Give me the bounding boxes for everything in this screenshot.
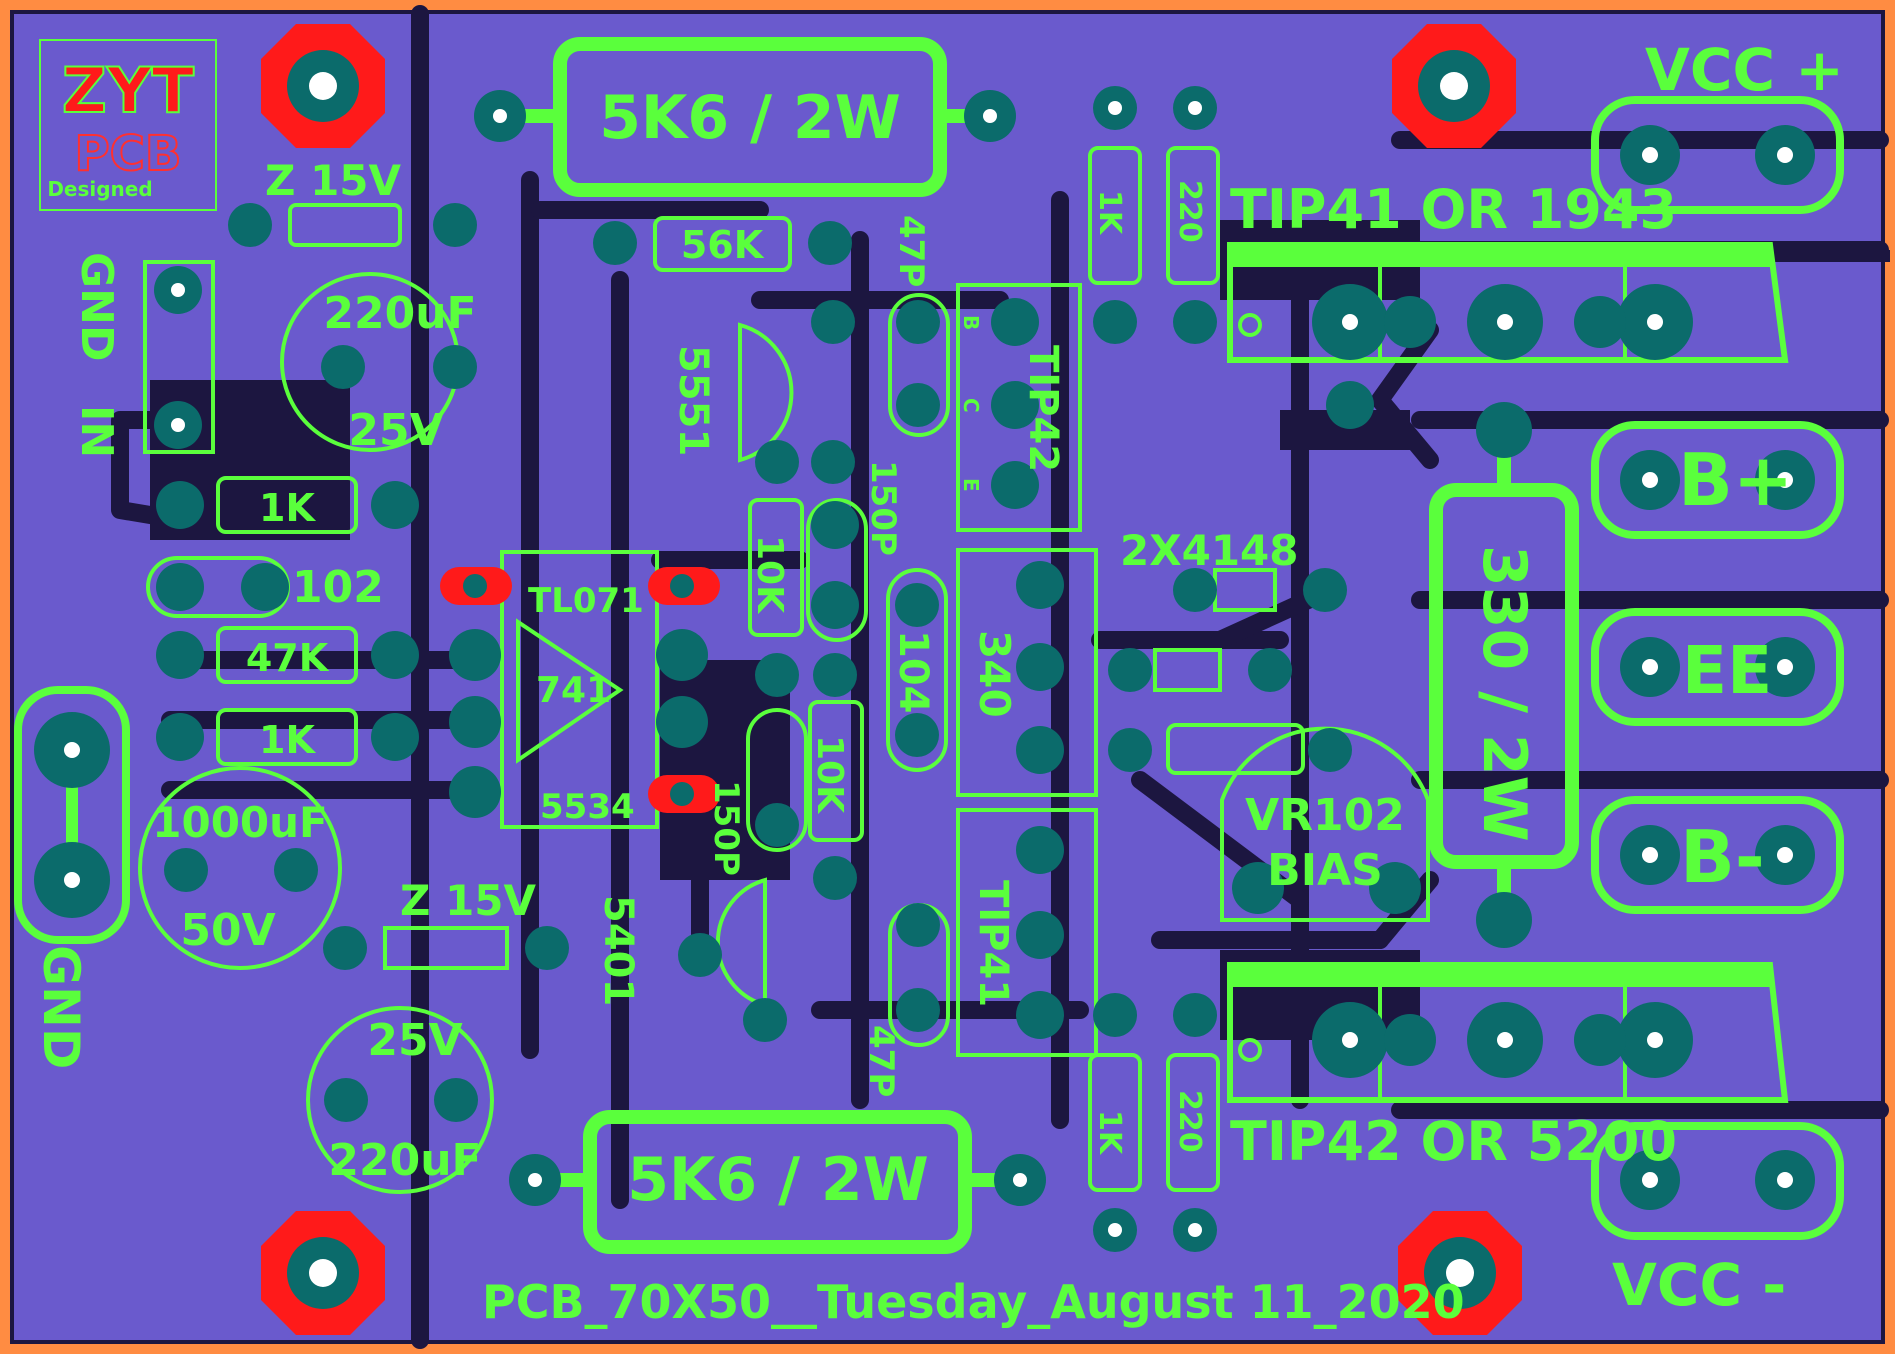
label-5k6-top: 5K6 / 2W	[599, 83, 901, 153]
label-b-plus: B+	[1678, 438, 1793, 522]
resistor-1k-top-body	[1088, 146, 1142, 285]
label-in: IN	[71, 405, 122, 458]
label-330: 330 / 2W	[1469, 545, 1539, 842]
label-zener-top: Z 15V	[265, 156, 402, 205]
pin-label-e: E	[959, 478, 983, 492]
label-1k-b: 1K	[259, 718, 316, 762]
label-q-out-bot: TIP42 OR 5200	[1230, 1110, 1677, 1173]
label-220-bot: 220	[1172, 1090, 1207, 1153]
label-5551: 5551	[670, 345, 716, 456]
logo-letters: ZYT	[62, 54, 194, 127]
cap-104-body	[886, 568, 948, 772]
mount-hole-tr	[1392, 24, 1516, 148]
label-104: 104	[890, 630, 936, 714]
label-q-out-top: TIP41 OR 1943	[1230, 178, 1677, 241]
cap-150p-b-body	[746, 708, 808, 852]
resistor-1k-b-body	[216, 708, 358, 766]
label-150p-a: 150P	[863, 460, 903, 556]
resistor-10k-a-body	[748, 498, 804, 637]
term-vcc-minus	[1591, 1122, 1844, 1240]
label-footer: PCB_70X50__Tuesday_August 11_2020	[482, 1275, 1465, 1329]
conn-gnd-pwr	[14, 686, 130, 944]
mount-hole-br	[1398, 1211, 1522, 1335]
label-10k-b: 10K	[809, 735, 850, 814]
label-5401: 5401	[595, 895, 641, 1006]
label-102: 102	[292, 562, 384, 613]
resistor-1k-bot-body	[1088, 1053, 1142, 1192]
cap-150p-a-body	[806, 498, 868, 642]
label-1k-top: 1K	[1092, 190, 1127, 236]
cap-1000uf-body	[138, 766, 342, 970]
resistor-220-bot-body	[1166, 1053, 1220, 1192]
label-47p-top: 47P	[891, 215, 931, 287]
label-vr-bias: BIAS	[1267, 845, 1383, 896]
label-25v-top: 25V	[348, 405, 443, 456]
q-tip42-body	[956, 283, 1082, 532]
pin-label-c: C	[959, 398, 983, 413]
label-1000uf: 1000uF	[152, 798, 328, 847]
resistor-1k-a-body	[216, 476, 358, 534]
opamp-body	[500, 550, 659, 829]
label-1k-a: 1K	[259, 486, 316, 530]
opamp-marked-pads	[440, 567, 720, 813]
label-ee: EE	[1682, 632, 1772, 709]
label-25v-bot: 25V	[367, 1015, 462, 1066]
resistor-10k-b-body	[808, 700, 864, 842]
label-150p-b: 150P	[706, 780, 746, 876]
label-2x4148: 2X4148	[1120, 526, 1299, 575]
label-5k6-bottom: 5K6 / 2W	[627, 1145, 929, 1215]
label-vcc-minus: VCC -	[1612, 1251, 1786, 1319]
label-tip41: TIP41	[970, 880, 1016, 1007]
cap-220uf-bot-body	[306, 1006, 494, 1194]
label-zener-bot: Z 15V	[400, 876, 537, 925]
label-56k: 56K	[681, 223, 765, 267]
q-tip41-body	[956, 808, 1098, 1057]
designer-logo: ZYT PCB Designed	[39, 39, 217, 211]
label-vcc-plus: VCC +	[1645, 36, 1844, 104]
pin-label-b: B	[959, 315, 983, 330]
resistor-47k-body	[216, 626, 358, 684]
label-opamp-bot: 5534	[540, 787, 635, 827]
cap-47p-top-body	[888, 293, 950, 437]
label-gnd-pwr: GND	[32, 945, 90, 1069]
resistor-220-top-body	[1166, 146, 1220, 285]
logo-sub: PCB	[75, 126, 182, 182]
label-340: 340	[970, 630, 1019, 718]
q-340-body	[956, 548, 1098, 797]
label-47k: 47K	[246, 636, 330, 680]
label-220uf-bot: 220uF	[328, 1135, 481, 1186]
label-opamp-mid: 741	[536, 670, 611, 711]
mount-hole-tl	[261, 24, 385, 148]
drill-holes	[64, 101, 1793, 1237]
label-47p-bot: 47P	[861, 1025, 901, 1097]
term-b-plus	[1591, 421, 1844, 539]
label-10k-a: 10K	[749, 535, 790, 614]
label-220-top: 220	[1172, 180, 1207, 243]
label-1k-bot: 1K	[1092, 1110, 1127, 1156]
label-220uf-top: 220uF	[323, 288, 476, 339]
label-tip42: TIP42	[1020, 345, 1066, 472]
label-opamp-top: TL071	[528, 581, 644, 621]
conn-gnd-in	[143, 260, 215, 454]
logo-designed: Designed	[47, 177, 152, 201]
mounting-holes	[261, 24, 1522, 1335]
term-ee	[1591, 608, 1844, 726]
mount-hole-bl	[261, 1211, 385, 1335]
label-b-minus: B-	[1680, 815, 1765, 899]
label-vr102: VR102	[1245, 790, 1405, 841]
term-vcc-plus	[1591, 96, 1844, 214]
term-b-minus	[1591, 796, 1844, 914]
resistor-56k-body	[653, 216, 792, 272]
label-gnd-in: GND	[71, 252, 122, 361]
label-50v: 50V	[180, 905, 275, 956]
